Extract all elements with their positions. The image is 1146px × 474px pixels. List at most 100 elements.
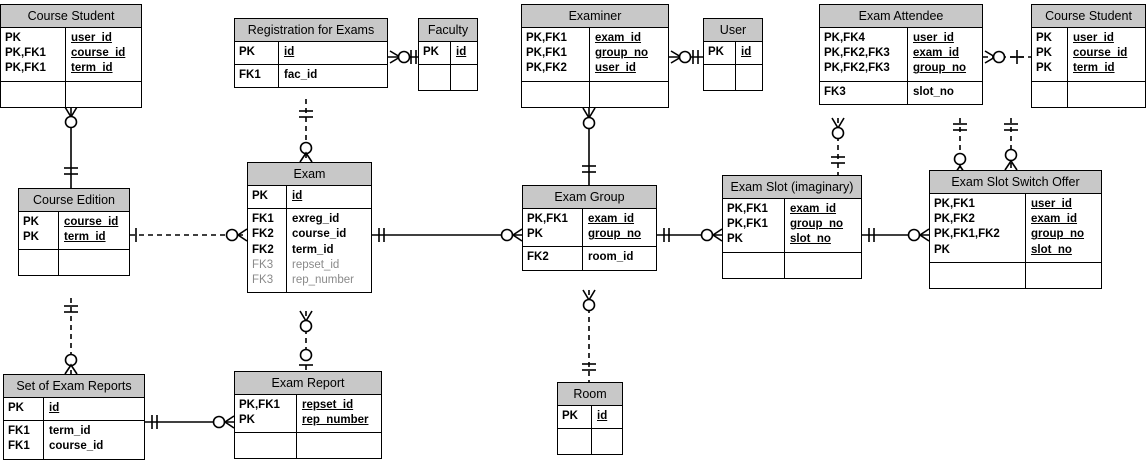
attribute-name: exam_id [913, 47, 960, 60]
key-column [235, 433, 297, 459]
key-flag: PK,FK1 [5, 47, 46, 60]
key-flag: PK,FK4 [824, 32, 865, 45]
entity-title-exam-report: Exam Report [235, 372, 381, 396]
rel-coursestudent-courseedition [64, 106, 78, 188]
rel-examiner-examgroup [582, 107, 596, 185]
attribute-column [736, 65, 762, 90]
key-flag: FK1 [239, 69, 261, 82]
key-flag: PK [934, 243, 950, 256]
key-flag: PK [23, 231, 39, 244]
key-flag: PK,FK2,FK3 [824, 62, 890, 75]
key-flag: PK,FK1 [5, 62, 46, 75]
attribute-column: id [736, 42, 762, 64]
attribute-name: term_id [1073, 62, 1115, 75]
entity-attr-section-course-student-left [1, 80, 141, 107]
rel-examslot-switchoffer [862, 228, 930, 242]
attribute-name: rep_number [292, 273, 355, 286]
entity-attr-section-examiner [522, 80, 668, 107]
attribute-name: exam_id [1031, 213, 1078, 226]
key-flag: FK1 [8, 425, 30, 438]
entity-attr-section-room [558, 428, 622, 455]
entity-pk-section-registration-for-exams: PK id [235, 42, 387, 65]
rel-attendee-coursestudent [983, 50, 1031, 64]
attribute-column: fac_id [279, 65, 387, 87]
key-column: PK [248, 186, 287, 209]
key-column [558, 429, 592, 455]
attribute-name: exreg_id [292, 213, 340, 226]
key-column [522, 81, 590, 107]
attribute-name: id [597, 410, 608, 423]
entity-title-course-edition: Course Edition [19, 189, 129, 213]
entity-attr-section-registration-for-exams: FK1 fac_id [235, 64, 387, 88]
key-flag: FK3 [252, 273, 274, 286]
key-flag: PK,FK1 [727, 203, 768, 216]
entity-title-user: User [704, 19, 762, 43]
attribute-name: course_id [49, 440, 104, 453]
key-column: PK [235, 42, 279, 65]
key-column [1, 81, 66, 107]
key-column [1032, 81, 1068, 107]
attribute-name: exam_id [790, 203, 837, 216]
key-column: FK2 [523, 247, 583, 270]
attribute-column: id [451, 42, 477, 64]
entity-title-exam-slot-switch-offer: Exam Slot Switch Offer [930, 171, 1101, 195]
rel-courseedition-exam [130, 228, 248, 242]
rel-attendee-examgroup [831, 117, 845, 175]
entity-title-room: Room [558, 383, 622, 407]
attribute-name: user_id [1031, 198, 1072, 211]
attribute-name: slot_no [1031, 243, 1072, 256]
key-column: FK3 [820, 81, 908, 104]
key-flag: PK [1036, 47, 1052, 60]
attribute-name: id [741, 46, 752, 59]
key-flag: PK [727, 233, 743, 246]
attribute-column [66, 82, 141, 107]
key-flag: PK,FK1 [526, 47, 567, 60]
key-flag: PK [1036, 32, 1052, 45]
attribute-column [59, 250, 129, 275]
attribute-column: slot_no [908, 82, 982, 104]
attribute-name: id [284, 46, 295, 59]
rel-examgroup-examslot [657, 228, 723, 242]
key-flag: PK,FK1 [727, 218, 768, 231]
attribute-column: id [44, 398, 144, 420]
attribute-column [1068, 82, 1145, 107]
key-flag: PK [239, 46, 255, 59]
key-flag: PK [5, 32, 21, 45]
key-flag: FK3 [824, 85, 846, 98]
key-flag: FK1 [252, 213, 274, 226]
